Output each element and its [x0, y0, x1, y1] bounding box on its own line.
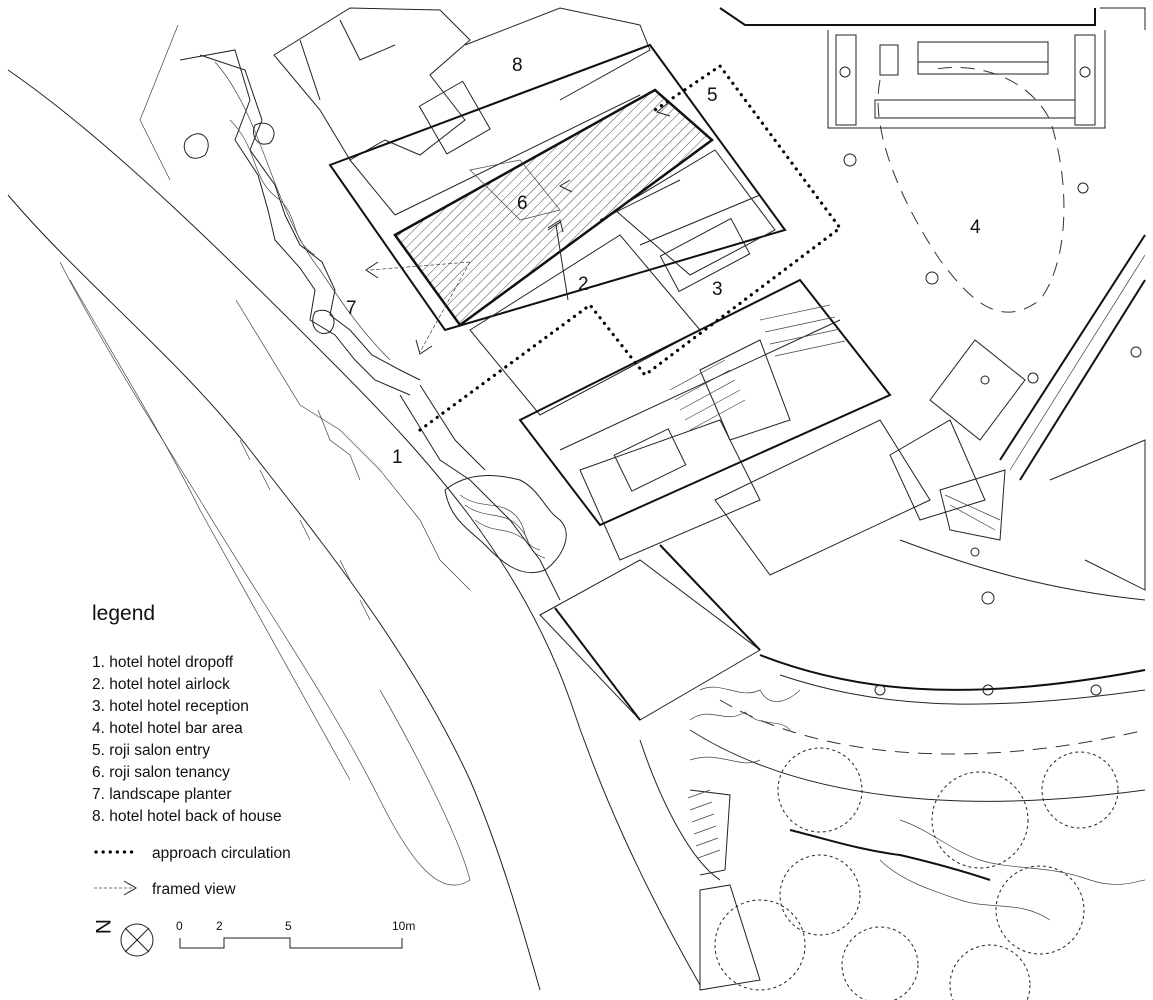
legend-item: 1. hotel hotel dropoff [92, 654, 234, 671]
legend-approach-label: approach circulation [152, 845, 291, 862]
scale-tick-5: 5 [285, 919, 292, 933]
legend-view-label: framed view [152, 881, 236, 898]
legend-item: 2. hotel hotel airlock [92, 676, 230, 693]
legend-item: 5. roji salon entry [92, 742, 210, 759]
landscape-planter-7 [179, 49, 421, 396]
room-label-1: 1 [392, 447, 403, 468]
column-markers [843, 153, 1142, 696]
garden-planting [639, 686, 1146, 1000]
room-label-4: 4 [970, 217, 981, 238]
legend-item: 4. hotel hotel bar area [92, 720, 243, 737]
scale-tick-2: 2 [216, 919, 223, 933]
room-label-3: 3 [712, 279, 723, 300]
legend-item: 7. landscape planter [92, 786, 232, 803]
legend-item: 3. hotel hotel reception [92, 698, 249, 715]
legend: legend 1. hotel hotel dropoff 2. hotel h… [92, 602, 291, 898]
bar-dashed-loop [877, 66, 1065, 313]
scale-bar: 0 2 5 10m [176, 919, 415, 949]
room-label-6: 6 [517, 193, 528, 214]
landscape-planter-entry [444, 475, 567, 574]
scale-tick-0: 0 [176, 919, 183, 933]
legend-item: 6. roji salon tenancy [92, 764, 230, 781]
legend-item: 8. hotel hotel back of house [92, 808, 282, 825]
north-arrow-icon: N [91, 919, 154, 957]
room-label-2: 2 [578, 274, 589, 295]
room-label-5: 5 [707, 85, 718, 106]
road-boundary-lines [7, 24, 701, 991]
room-label-7: 7 [346, 298, 357, 319]
room-label-8: 8 [512, 55, 523, 76]
scale-tick-10m: 10m [392, 919, 415, 933]
east-building [889, 234, 1146, 601]
approach-circulation-path [418, 63, 843, 432]
legend-title: legend [92, 602, 155, 625]
building-outlines [273, 7, 1146, 802]
framed-view-arrows [365, 102, 671, 355]
bar-block [719, 7, 1146, 129]
north-label: N [91, 919, 114, 934]
legend-view-arrow-icon [94, 880, 137, 896]
